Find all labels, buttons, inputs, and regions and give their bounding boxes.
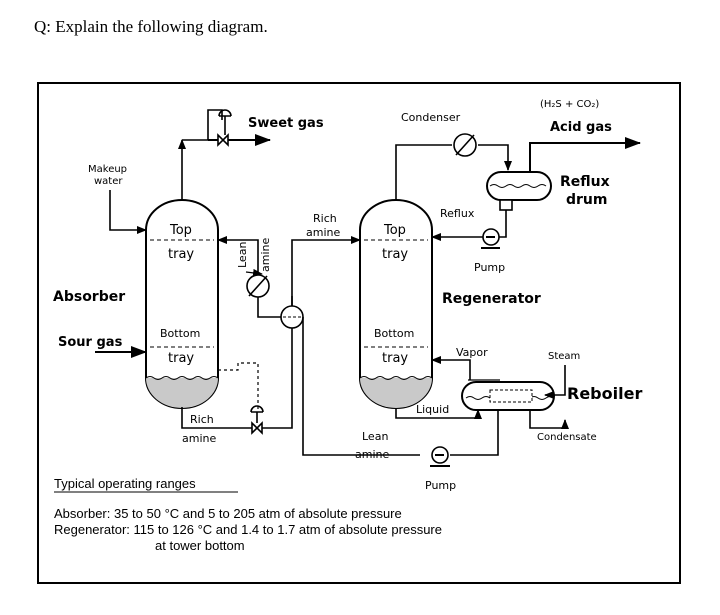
reflux-drum-label-1: Reflux [560,174,610,190]
absorber-liquid [146,378,218,408]
operating-regenerator-2: at tower bottom [155,538,245,553]
makeup-water-label-1: Makeup [88,164,127,175]
absorber-top-tray-label: tray [168,247,194,262]
absorber-bottom-tray-label: tray [168,351,194,366]
regenerator-top-tray-label: tray [382,247,408,262]
acid-gas-label: Acid gas [550,120,612,135]
regenerator-top-label: Top [383,223,406,238]
absorber-bottom-label: Bottom [160,327,200,340]
rich-amine-top-label-1: Rich [313,212,337,225]
diagram-frame [37,82,681,584]
vapor-label: Vapor [456,346,488,359]
absorber-label: Absorber [53,289,125,305]
reflux-pump-label: Pump [474,261,505,274]
sour-gas-label: Sour gas [58,335,123,350]
lean-amine-vertical-label-2: amine [259,238,272,272]
regenerator-label: Regenerator [442,291,541,307]
lean-amine-bottom-label-1: Lean [362,430,388,443]
regenerator-liquid [360,378,432,408]
liquid-label: Liquid [416,403,449,416]
reflux-label: Reflux [440,207,475,220]
sweet-gas-label: Sweet gas [248,116,324,131]
absorber-top-label: Top [169,223,192,238]
question-text: Q: Explain the following diagram. [34,17,268,36]
reflux-drum [486,171,552,201]
regenerator-bottom-tray-label: tray [382,351,408,366]
acid-gas-formula-label: (H₂S + CO₂) [540,99,599,110]
makeup-water-label-2: water [94,176,123,187]
regenerator-bottom-label: Bottom [374,327,414,340]
operating-absorber: Absorber: 35 to 50 °C and 5 to 205 atm o… [54,506,402,521]
rich-amine-bottom-label-1: Rich [190,413,214,426]
lean-amine-vertical-label-1: Lean [236,242,249,268]
lean-amine-pump-label: Pump [425,479,456,492]
operating-heading: Typical operating ranges [54,476,196,491]
operating-regenerator-1: Regenerator: 115 to 126 °C and 1.4 to 1.… [54,522,442,537]
steam-label: Steam [548,351,580,362]
reboiler-label: Reboiler [567,384,642,403]
lean-amine-bottom-label-2: amine [355,448,389,461]
rich-amine-bottom-label-2: amine [182,432,216,445]
condensate-label: Condensate [537,432,597,443]
condenser-label: Condenser [401,111,461,124]
rich-amine-top-label-2: amine [306,226,340,239]
reflux-drum-label-2: drum [566,192,607,208]
